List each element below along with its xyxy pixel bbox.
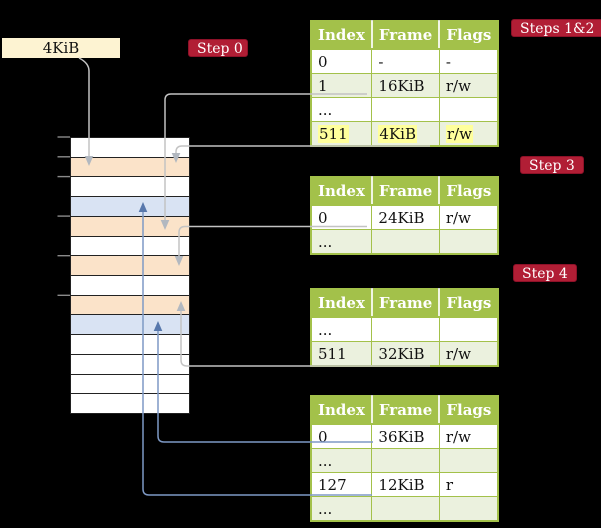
- table-cell: 4KiB: [371, 121, 440, 147]
- table-cell: 12KiB: [371, 472, 440, 497]
- table-cell: ...: [310, 448, 373, 473]
- table-cell: r/w: [438, 423, 499, 449]
- badge-step-0: Step 0: [188, 39, 248, 57]
- table-cell: [438, 316, 499, 342]
- memory-frame-orange: [71, 216, 189, 237]
- table-row: ...: [310, 229, 499, 255]
- column-header-frame: Frame: [371, 289, 441, 318]
- table-cell: r/w: [438, 341, 499, 367]
- table-row: ...: [310, 316, 499, 342]
- table-cell: [438, 496, 499, 522]
- table-cell: 0: [310, 48, 373, 74]
- table-cell: [371, 316, 440, 342]
- highlighted-value: 4KiB: [378, 124, 417, 143]
- table-cell: [371, 97, 440, 122]
- column-header-flags: Flags: [439, 396, 499, 425]
- badge-step-3: Step 3: [520, 156, 584, 174]
- memory-frame-white: [71, 177, 189, 198]
- table-cell: 511: [310, 341, 373, 367]
- table-cell: [371, 448, 440, 473]
- memory-frame-white: [71, 138, 189, 158]
- table-cell: ...: [310, 229, 373, 255]
- column-header-flags: Flags: [439, 289, 499, 318]
- table-cell: [371, 496, 440, 522]
- memory-frame-blue: [71, 315, 189, 336]
- table-row: ...: [310, 496, 499, 522]
- table-cell: 24KiB: [371, 204, 440, 230]
- table-cell: ...: [310, 97, 373, 122]
- table-cell: 511: [310, 121, 373, 147]
- column-header-index: Index: [311, 396, 373, 425]
- highlighted-value: 511: [318, 124, 349, 143]
- table-cell: 16KiB: [371, 73, 440, 98]
- table-cell: -: [371, 48, 440, 74]
- table-cell: 32KiB: [371, 341, 440, 367]
- column-header-frame: Frame: [371, 177, 441, 206]
- table-cell: -: [438, 48, 499, 74]
- table-cell: 0: [310, 204, 373, 230]
- table-row: 0--: [310, 48, 499, 74]
- table-cell: 36KiB: [371, 423, 440, 449]
- column-header-index: Index: [311, 289, 373, 318]
- table-cell: r/w: [438, 204, 499, 230]
- table-cell: [371, 229, 440, 255]
- column-header-index: Index: [311, 177, 373, 206]
- highlighted-value: r/w: [445, 124, 473, 143]
- table-cell: ...: [310, 316, 373, 342]
- table-row: ...: [310, 448, 499, 473]
- memory-frame-white: [71, 354, 189, 375]
- arrow-t1-row511-to-memory: [175, 145, 430, 153]
- badge-steps-1-2: Steps 1&2: [511, 19, 601, 37]
- memory-frame-white: [71, 394, 189, 414]
- memory-frame-orange: [71, 256, 189, 277]
- table-cell: 127: [310, 472, 373, 497]
- memory-frame-white: [71, 236, 189, 257]
- column-header-flags: Flags: [439, 21, 499, 50]
- memory-frame-orange: [71, 295, 189, 316]
- table-cell: [438, 229, 499, 255]
- table-cell: [438, 97, 499, 122]
- table-cell: 1: [310, 73, 373, 98]
- table-cell: r/w: [438, 121, 499, 147]
- column-header-flags: Flags: [439, 177, 499, 206]
- memory-frame-white: [71, 374, 189, 395]
- table-cell: 0: [310, 423, 373, 449]
- column-header-frame: Frame: [371, 21, 441, 50]
- memory-frame-white: [71, 335, 189, 355]
- memory-frame-blue: [71, 197, 189, 217]
- column-header-frame: Frame: [371, 396, 441, 425]
- badge-step-4: Step 4: [513, 264, 577, 282]
- memory-frame-white: [71, 276, 189, 296]
- table-cell: [438, 448, 499, 473]
- memory-column: [70, 137, 190, 414]
- frame-size-label: 4KiB: [2, 38, 120, 58]
- memory-frame-orange: [71, 157, 189, 178]
- table-cell: ...: [310, 496, 373, 522]
- table-row: ...: [310, 97, 499, 122]
- column-header-index: Index: [311, 21, 373, 50]
- table-cell: r/w: [438, 73, 499, 98]
- table-cell: r: [438, 472, 499, 497]
- table-row: 511 4KiB r/w: [310, 121, 499, 147]
